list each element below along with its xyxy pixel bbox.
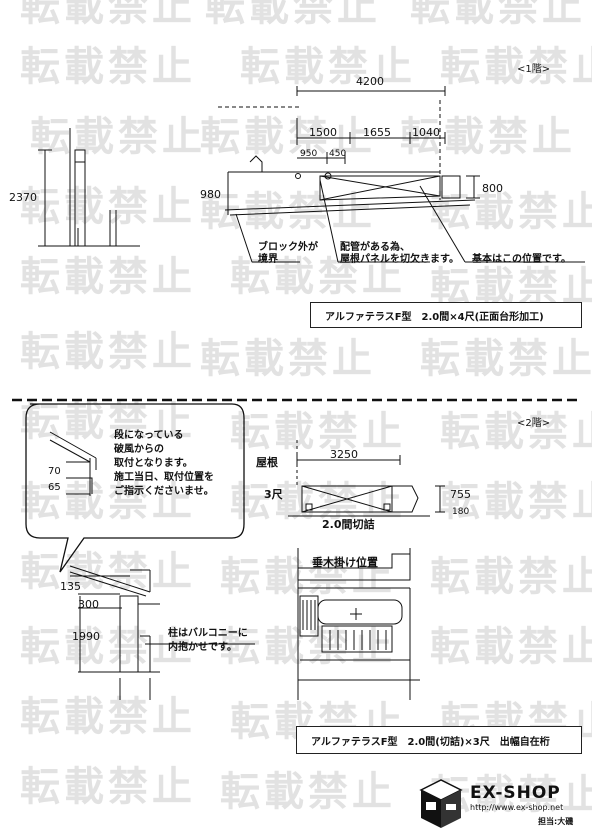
watermark: 転載禁止: [200, 114, 376, 160]
dim-left-1990: 1990: [72, 630, 100, 643]
watermark: 転載禁止: [220, 769, 396, 815]
watermark: 転載禁止: [20, 399, 196, 445]
watermark: 転載禁止: [220, 624, 396, 670]
note-pipe-line1: 配管がある為、: [340, 240, 410, 253]
watermark: 転載禁止: [30, 114, 206, 160]
dim-sub-b: 450: [329, 149, 346, 159]
watermark: 転載禁止: [20, 764, 196, 810]
floor1-caption: アルファテラスF型 2.0間×4尺(正面台形加工): [310, 302, 582, 328]
callout-line-3: 取付となります。: [114, 456, 193, 469]
watermark: 転載禁止: [240, 44, 416, 90]
dim-height-980: 980: [200, 188, 221, 201]
dim-seg-a: 1500: [309, 126, 337, 139]
brand-name: EX-SHOP: [470, 783, 561, 803]
pillar-note-line1: 柱はバルコニーに: [168, 626, 248, 639]
label-shaku: 3尺: [264, 488, 283, 501]
pillar-note-line2: 内抱かせです。: [168, 640, 237, 653]
watermark: 転載禁止: [20, 479, 196, 525]
floor2-tag: <2階>: [517, 417, 550, 429]
watermark: 転載禁止: [20, 549, 196, 595]
note-block-line1: ブロック外が: [258, 240, 319, 253]
dim-left-135: 135: [60, 580, 81, 593]
dim-height-800: 800: [482, 182, 503, 195]
floor2-caption: アルファテラスF型 2.0間(切詰)×3尺 出幅自在桁: [296, 726, 582, 754]
dim-height-180: 180: [452, 507, 469, 517]
dim-total: 4200: [356, 75, 384, 88]
watermark: 転載禁止: [20, 184, 196, 230]
dim-seg-c: 1040: [412, 126, 440, 139]
watermark: 転載禁止: [230, 479, 406, 525]
label-roof: 屋根: [256, 455, 279, 469]
watermark: 転載禁止: [430, 624, 592, 670]
floor1-drawing: [38, 86, 585, 263]
watermark: 転載禁止: [230, 409, 406, 455]
watermark: 転載禁止: [430, 554, 592, 600]
watermark: 転載禁止: [430, 189, 592, 235]
watermark: 転載禁止: [20, 254, 196, 300]
floor1-tag: <1階>: [517, 63, 550, 75]
dim-height-left: 2370: [9, 191, 37, 204]
brand-url: http://www.ex-shop.net: [470, 803, 563, 812]
callout-line-2: 破風からの: [114, 442, 164, 455]
callout-line-4: 施工当日、取付位置を: [114, 470, 214, 483]
note-pipe-line2: 屋根パネルを切欠きます。: [340, 252, 459, 265]
watermark-layer: 転載禁止 転載禁止 転載禁止 転載禁止 転載禁止 転載禁止 転載禁止 転載禁止 …: [20, 0, 592, 818]
dim-left-300: 300: [78, 598, 99, 611]
watermark: 転載禁止: [20, 624, 196, 670]
dim-height-755: 755: [450, 488, 471, 501]
note-block-line2: 境界: [258, 252, 278, 265]
dim-callout-65: 65: [48, 482, 61, 493]
label-cut: 2.0間切詰: [322, 517, 375, 531]
staff-name: 担当:大磯: [538, 816, 573, 826]
dim-width-3250: 3250: [330, 448, 358, 461]
watermark: 転載禁止: [440, 44, 592, 90]
watermark: 転載禁止: [440, 479, 592, 525]
note-base: 基本はこの位置です。: [471, 252, 571, 265]
watermark: 転載禁止: [220, 554, 396, 600]
cube-icon: [419, 779, 463, 828]
watermark: 転載禁止: [410, 0, 586, 30]
watermark: 転載禁止: [205, 0, 381, 30]
ex-shop-logo: EX-SHOP http://www.ex-shop.net 担当:大磯: [416, 776, 586, 836]
watermark: 転載禁止: [20, 694, 196, 740]
watermark: 転載禁止: [200, 336, 376, 382]
callout-line-1: 段になっている: [114, 428, 184, 441]
watermark: 転載禁止: [200, 189, 376, 235]
dim-sub-a: 950: [300, 149, 317, 159]
watermark: 転載禁止: [20, 329, 196, 375]
watermark: 転載禁止: [20, 0, 196, 30]
watermark: 転載禁止: [400, 114, 576, 160]
watermark: 転載禁止: [420, 336, 592, 382]
watermark: 転載禁止: [440, 409, 592, 455]
floor2-drawing: [25, 403, 445, 700]
dim-seg-b: 1655: [363, 126, 391, 139]
watermark: 転載禁止: [20, 44, 196, 90]
callout-line-5: ご指示くださいませ。: [114, 484, 214, 497]
label-taruki: 垂木掛け位置: [312, 555, 378, 569]
dim-callout-70: 70: [48, 466, 61, 477]
